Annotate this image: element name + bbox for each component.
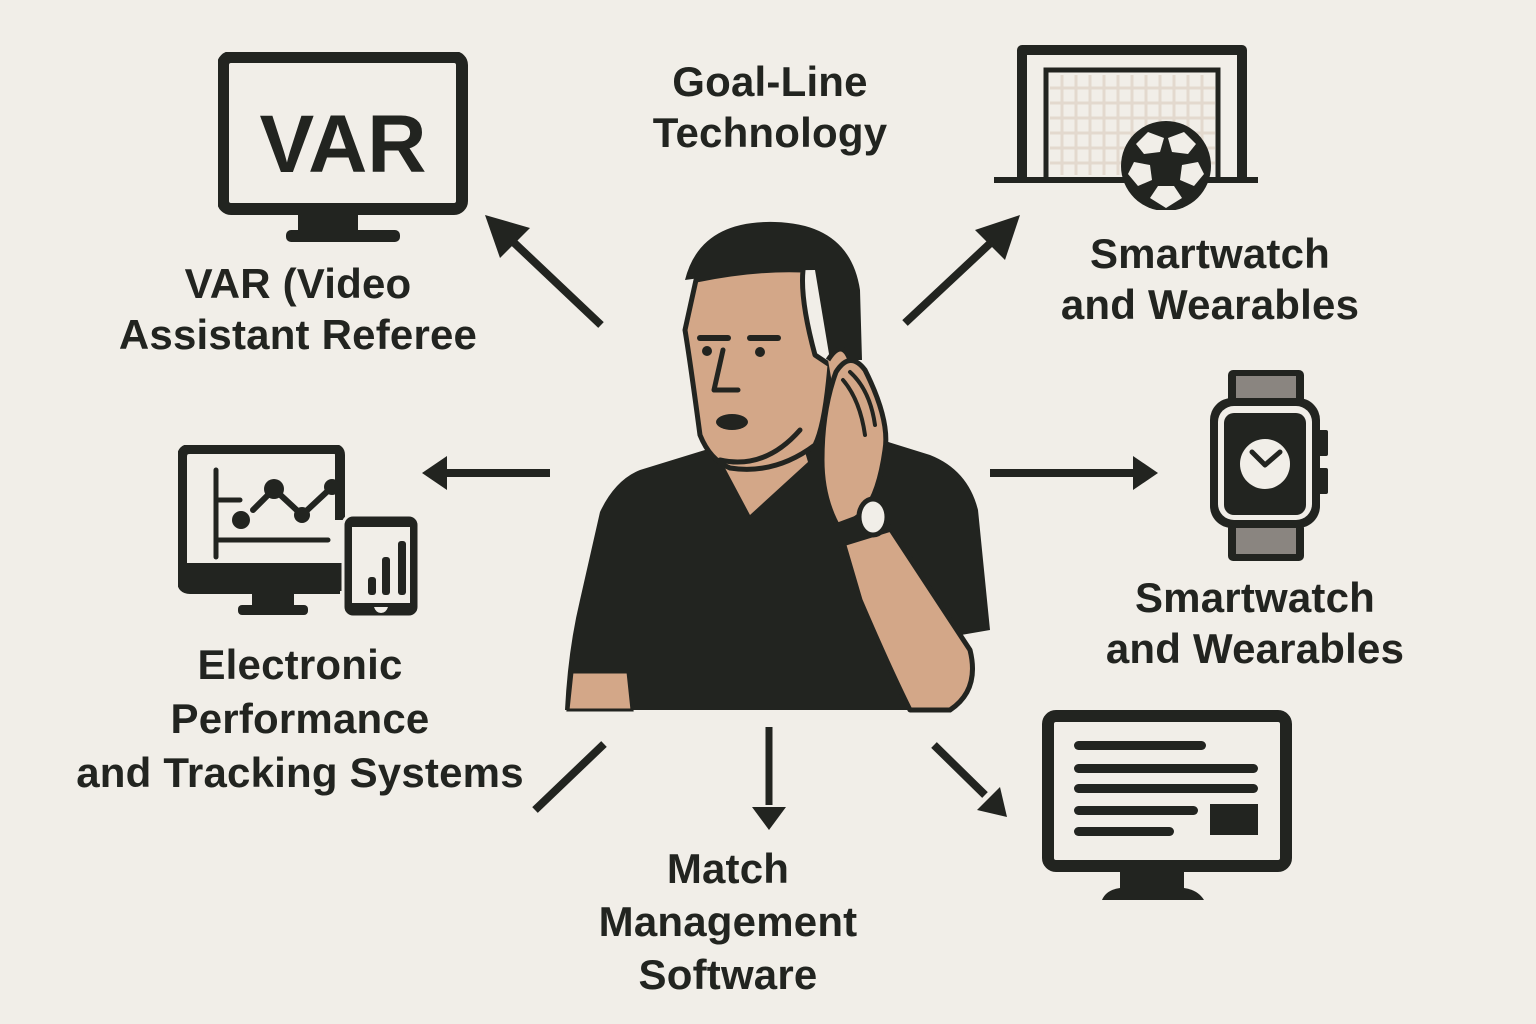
arrow-to-software-monitor — [931, 742, 1007, 817]
label-var-line2: Assistant Referee — [118, 311, 478, 359]
label-goal-line-line2: Technology — [652, 109, 888, 157]
line-lower-left — [532, 741, 607, 813]
smartwatch-icon — [1210, 370, 1328, 561]
arrow-to-var — [485, 215, 604, 328]
label-wearables-mid: Smartwatch and Wearables — [1065, 572, 1445, 674]
arrow-to-match-management — [752, 727, 786, 830]
label-wearables-top-line2: and Wearables — [1060, 281, 1360, 329]
label-match-management: Match Management Software — [558, 843, 898, 1002]
label-match-management-line3: Software — [638, 950, 818, 998]
label-epts-line3: and Tracking Systems — [76, 748, 524, 796]
referee-figure — [565, 221, 990, 713]
label-epts: Electronic Performance and Tracking Syst… — [50, 638, 550, 799]
label-goal-line-line1: Goal-Line — [672, 58, 868, 105]
arrow-to-smartwatch — [990, 456, 1158, 490]
monitor-tablet-chart-icon — [178, 445, 421, 619]
label-epts-line2: Performance — [170, 694, 430, 742]
label-wearables-mid-line1: Smartwatch — [1134, 574, 1376, 621]
label-var: VAR (Video Assistant Referee — [98, 258, 498, 360]
goal-and-ball-icon — [994, 45, 1258, 210]
label-wearables-top-line1: Smartwatch — [1089, 230, 1331, 277]
label-wearables-mid-line2: and Wearables — [1105, 625, 1405, 673]
label-wearables-top: Smartwatch and Wearables — [1020, 228, 1400, 330]
var-icon-text: VAR — [259, 99, 426, 190]
document-monitor-icon — [1042, 710, 1292, 900]
arrow-to-goal-wearables — [902, 215, 1020, 326]
label-goal-line: Goal-Line Technology — [600, 56, 940, 158]
label-match-management-line2: Management — [598, 897, 858, 945]
var-monitor-icon: VAR — [218, 52, 468, 242]
label-var-line1: VAR (Video — [184, 260, 412, 307]
label-match-management-line1: Match — [666, 845, 790, 892]
label-epts-line1: Electronic — [197, 641, 403, 688]
arrow-to-epts — [422, 456, 550, 490]
